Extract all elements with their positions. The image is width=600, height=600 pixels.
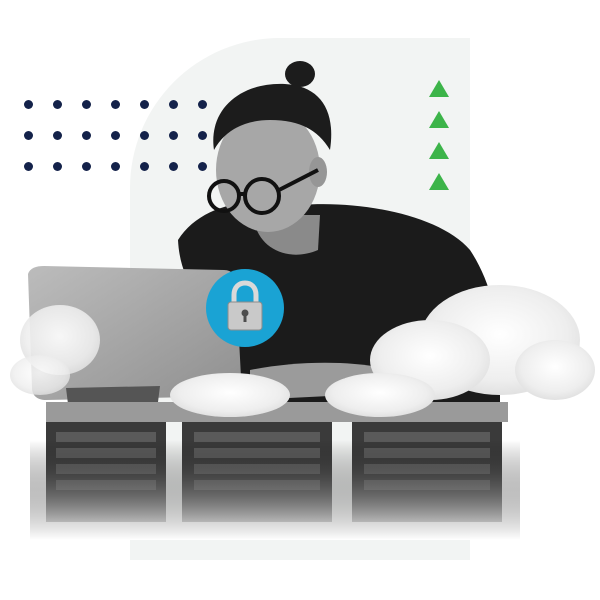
server-racks (30, 402, 520, 540)
padlock-icon (227, 280, 263, 331)
security-lock-badge (206, 269, 284, 347)
dot-grid-decoration (24, 100, 224, 180)
up-arrow-stack-decoration (429, 80, 451, 190)
cloud-decoration (10, 285, 595, 417)
